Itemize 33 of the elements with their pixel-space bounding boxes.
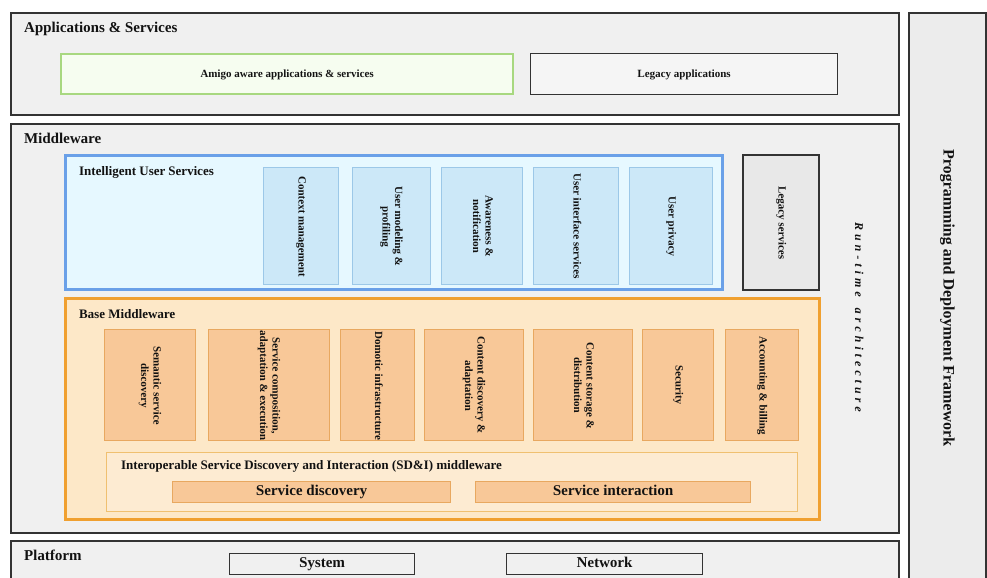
- component-block: Amigo aware applications & services: [60, 53, 514, 95]
- component-block: Content storage & distribution: [533, 329, 633, 441]
- component-block: Service interaction: [475, 481, 751, 503]
- component-block: Legacy services: [742, 154, 820, 291]
- panel-title: Middleware: [24, 131, 102, 148]
- panel-title: Applications & Services: [24, 20, 178, 37]
- component-block: Awareness & notification: [441, 167, 523, 285]
- component-block: Semantic service discovery: [104, 329, 196, 441]
- panel-title: Platform: [24, 548, 82, 565]
- component-block: Accounting & billing: [725, 329, 799, 441]
- group-panel: [64, 297, 821, 521]
- framework-panel: Programming and Deployment Framework: [908, 12, 987, 578]
- layer-panel: [10, 12, 900, 116]
- component-block: Legacy applications: [530, 53, 838, 95]
- panel-title: Intelligent User Services: [79, 163, 214, 179]
- layer-panel: [10, 540, 900, 578]
- component-block: User privacy: [629, 167, 713, 285]
- layer-panel: [10, 123, 900, 534]
- component-block: Service discovery: [172, 481, 451, 503]
- group-panel: [106, 452, 798, 512]
- group-panel: [64, 154, 724, 291]
- component-block: Security: [642, 329, 714, 441]
- component-block: Domotic infrastructure: [340, 329, 415, 441]
- component-block: Content discovery & adaptation: [424, 329, 524, 441]
- side-label: Run-time architecture: [851, 222, 866, 416]
- component-block: User modeling & profiling: [352, 167, 431, 285]
- component-block: User interface services: [533, 167, 619, 285]
- panel-title: Interoperable Service Discovery and Interaction (SD&I) middleware: [121, 457, 502, 473]
- component-block: Service composition, adaptation & execution: [208, 329, 330, 441]
- panel-title: Base Middleware: [79, 306, 176, 322]
- component-block: Network: [506, 553, 703, 575]
- component-block: Context management: [263, 167, 339, 285]
- component-block: System: [229, 553, 415, 575]
